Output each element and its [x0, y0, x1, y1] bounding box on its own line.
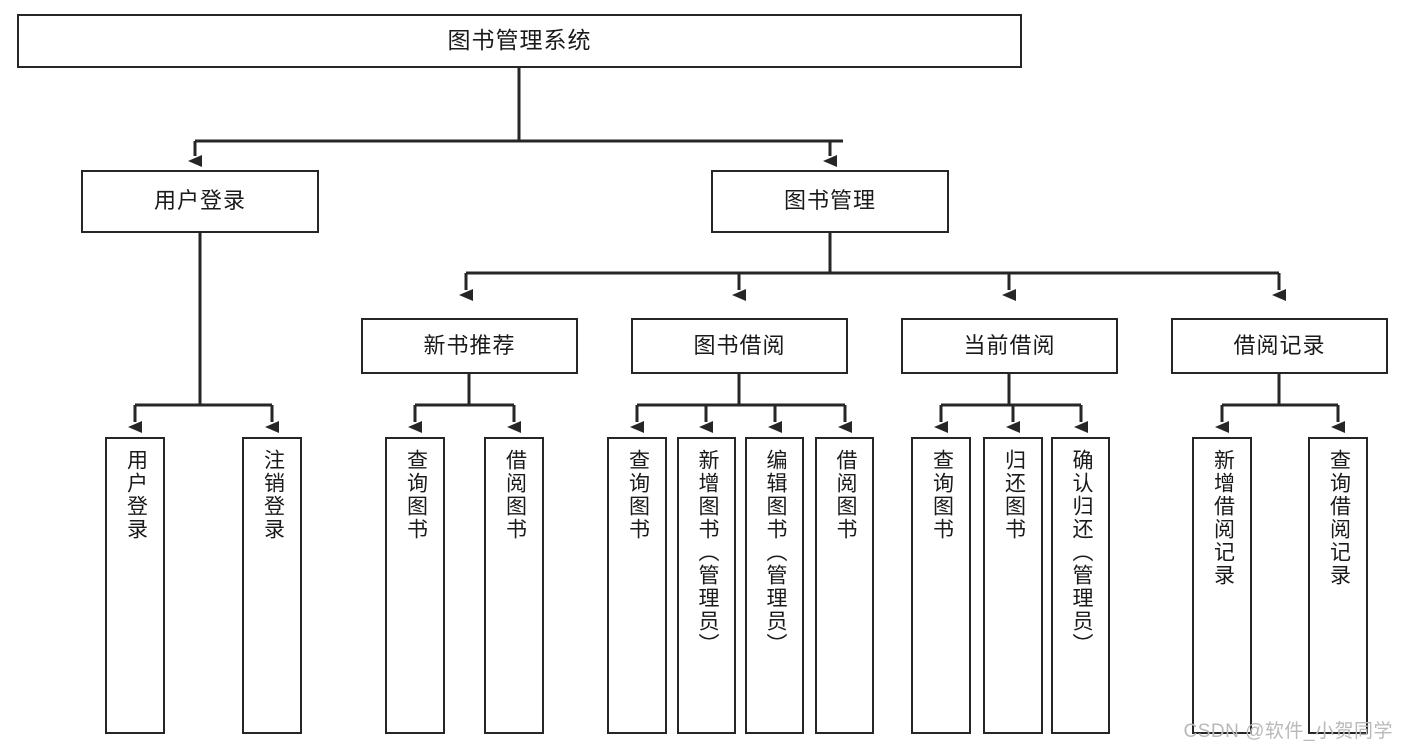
watermark: CSDN @软件_小贺同学: [1183, 721, 1393, 742]
leaf-user-login[interactable]: 用户登录: [105, 437, 165, 734]
leaf-rec-add-record-label: 新增借阅记录: [1211, 449, 1235, 587]
leaf-cur-query-book-label: 查询图书: [930, 449, 954, 541]
leaf-rec-query-book-label: 查询图书: [404, 449, 428, 541]
edge-group-book-borrow-leaves: [630, 374, 852, 433]
node-borrow-record-label: 借阅记录: [1233, 332, 1326, 358]
leaf-rec-add-record[interactable]: 新增借阅记录: [1192, 437, 1252, 734]
leaf-borrow-query-book[interactable]: 查询图书: [607, 437, 667, 734]
node-book-admin-label: 图书管理: [783, 188, 876, 214]
leaf-borrow-edit-book[interactable]: 编辑图书（管理员）: [745, 437, 804, 734]
leaf-rec-query-book[interactable]: 查询图书: [385, 437, 445, 734]
leaf-borrow-edit-book-label: 编辑图书（管理员）: [763, 449, 787, 656]
node-book-admin[interactable]: 图书管理: [711, 170, 949, 233]
node-current-borrow[interactable]: 当前借阅: [901, 318, 1118, 374]
node-new-book-rec-label: 新书推荐: [423, 332, 516, 358]
node-book-borrow[interactable]: 图书借阅: [631, 318, 848, 374]
node-root[interactable]: 图书管理系统: [17, 14, 1022, 68]
edge-group-current-borrow-leaves: [934, 374, 1088, 433]
leaf-user-login-label: 用户登录: [124, 449, 148, 541]
node-new-book-rec[interactable]: 新书推荐: [361, 318, 578, 374]
leaf-rec-query-record[interactable]: 查询借阅记录: [1308, 437, 1368, 734]
leaf-user-logout-label: 注销登录: [261, 449, 285, 541]
node-borrow-record[interactable]: 借阅记录: [1171, 318, 1388, 374]
node-root-label: 图书管理系统: [447, 27, 592, 54]
leaf-borrow-query-book-label: 查询图书: [626, 449, 650, 541]
leaf-rec-borrow-book[interactable]: 借阅图书: [484, 437, 544, 734]
edge-group-borrow-record-leaves: [1215, 374, 1345, 433]
edge-group-book-admin: [459, 233, 1286, 301]
edge-group-root: [188, 68, 843, 167]
node-book-borrow-label: 图书借阅: [693, 332, 786, 358]
leaf-user-logout[interactable]: 注销登录: [242, 437, 302, 734]
leaf-cur-confirm-return-label: 确认归还（管理员）: [1069, 449, 1093, 656]
leaf-borrow-borrow-book[interactable]: 借阅图书: [815, 437, 874, 734]
leaf-cur-query-book[interactable]: 查询图书: [911, 437, 971, 734]
node-user-login-label: 用户登录: [153, 188, 246, 214]
edge-group-new-book-rec-leaves: [408, 374, 521, 433]
leaf-rec-borrow-book-label: 借阅图书: [503, 449, 527, 541]
leaf-cur-confirm-return[interactable]: 确认归还（管理员）: [1051, 437, 1110, 734]
node-user-login[interactable]: 用户登录: [81, 170, 319, 233]
leaf-borrow-borrow-book-label: 借阅图书: [833, 449, 857, 541]
leaf-rec-query-record-label: 查询借阅记录: [1327, 449, 1351, 587]
leaf-borrow-add-book[interactable]: 新增图书（管理员）: [677, 437, 736, 734]
leaf-cur-return-book-label: 归还图书: [1002, 449, 1026, 541]
leaf-cur-return-book[interactable]: 归还图书: [983, 437, 1043, 734]
edge-group-user-login-leaves: [128, 233, 279, 433]
node-current-borrow-label: 当前借阅: [963, 332, 1056, 358]
leaf-borrow-add-book-label: 新增图书（管理员）: [695, 449, 719, 656]
